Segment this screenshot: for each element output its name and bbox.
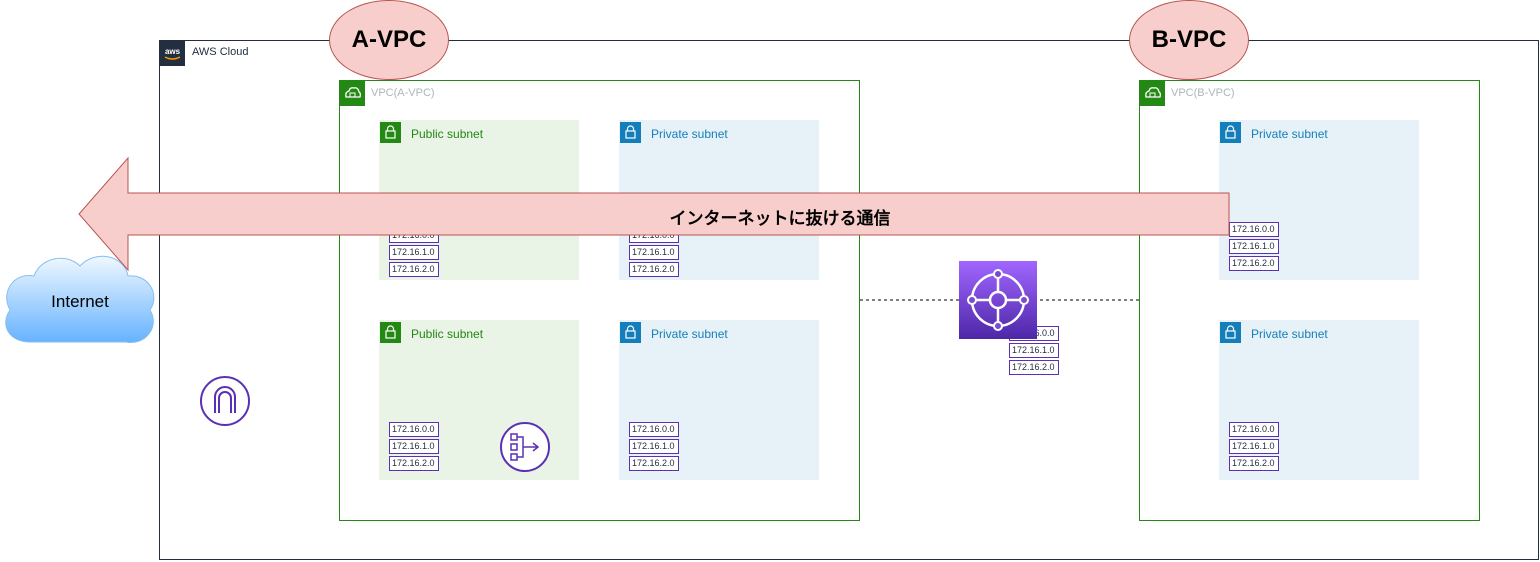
subnet-label: Private subnet	[1251, 127, 1328, 141]
route-entry: 172.16.0.0	[1229, 422, 1279, 437]
route-entry: 172.16.1.0	[1229, 439, 1279, 454]
internet-label: Internet	[51, 292, 109, 311]
transit-gateway-icon	[959, 261, 1037, 339]
lock-icon	[1220, 122, 1241, 143]
route-entry: 172.16.1.0	[1009, 343, 1059, 358]
lock-icon	[620, 122, 641, 143]
svg-text:aws: aws	[165, 47, 181, 56]
route-entry: 172.16.0.0	[389, 422, 439, 437]
route-entry: 172.16.1.0	[1229, 239, 1279, 254]
route-entry: 172.16.2.0	[389, 456, 439, 471]
aws-cloud-group	[159, 40, 1539, 560]
route-table: 172.16.0.0 172.16.1.0 172.16.2.0	[1229, 222, 1279, 274]
route-table: 172.16.0.0 172.16.1.0 172.16.2.0	[629, 422, 679, 474]
route-entry: 172.16.1.0	[389, 439, 439, 454]
vpc-a-group	[339, 80, 860, 521]
route-entry: 172.16.2.0	[1009, 360, 1059, 375]
subnet-label: Private subnet	[1251, 327, 1328, 341]
route-entry: 172.16.2.0	[629, 456, 679, 471]
aws-cloud-label: AWS Cloud	[192, 46, 249, 58]
arrow-label: インターネットに抜ける通信	[669, 209, 891, 228]
internet-gateway-icon	[200, 376, 250, 426]
route-table: 172.16.0.0 172.16.1.0 172.16.2.0	[389, 422, 439, 474]
subnet-label: Public subnet	[411, 127, 484, 141]
vpc-b-label: VPC(B-VPC)	[1171, 87, 1235, 99]
vpc-b-group	[1139, 80, 1480, 521]
lock-icon	[380, 322, 401, 343]
route-table: 172.16.0.0 172.16.1.0 172.16.2.0	[1229, 422, 1279, 474]
subnet-label: Public subnet	[411, 327, 484, 341]
vpc-a-badge: A-VPC	[329, 0, 449, 80]
nat-gateway-icon	[500, 422, 550, 472]
route-entry: 172.16.1.0	[389, 245, 439, 260]
route-entry: 172.16.1.0	[629, 245, 679, 260]
subnet-label: Private subnet	[651, 327, 728, 341]
route-entry: 172.16.2.0	[629, 262, 679, 277]
lock-icon	[1220, 322, 1241, 343]
route-entry: 172.16.0.0	[629, 422, 679, 437]
vpc-icon	[1140, 81, 1165, 106]
vpc-a-label: VPC(A-VPC)	[371, 87, 435, 99]
lock-icon	[620, 322, 641, 343]
vpc-b-badge: B-VPC	[1129, 0, 1249, 80]
aws-logo-icon: aws	[160, 41, 185, 66]
route-entry: 172.16.1.0	[629, 439, 679, 454]
lock-icon	[380, 122, 401, 143]
route-entry: 172.16.2.0	[1229, 456, 1279, 471]
subnet-label: Private subnet	[651, 127, 728, 141]
route-entry: 172.16.2.0	[1229, 256, 1279, 271]
vpc-icon	[340, 81, 365, 106]
internet-cloud-icon	[5, 255, 155, 343]
route-entry: 172.16.2.0	[389, 262, 439, 277]
